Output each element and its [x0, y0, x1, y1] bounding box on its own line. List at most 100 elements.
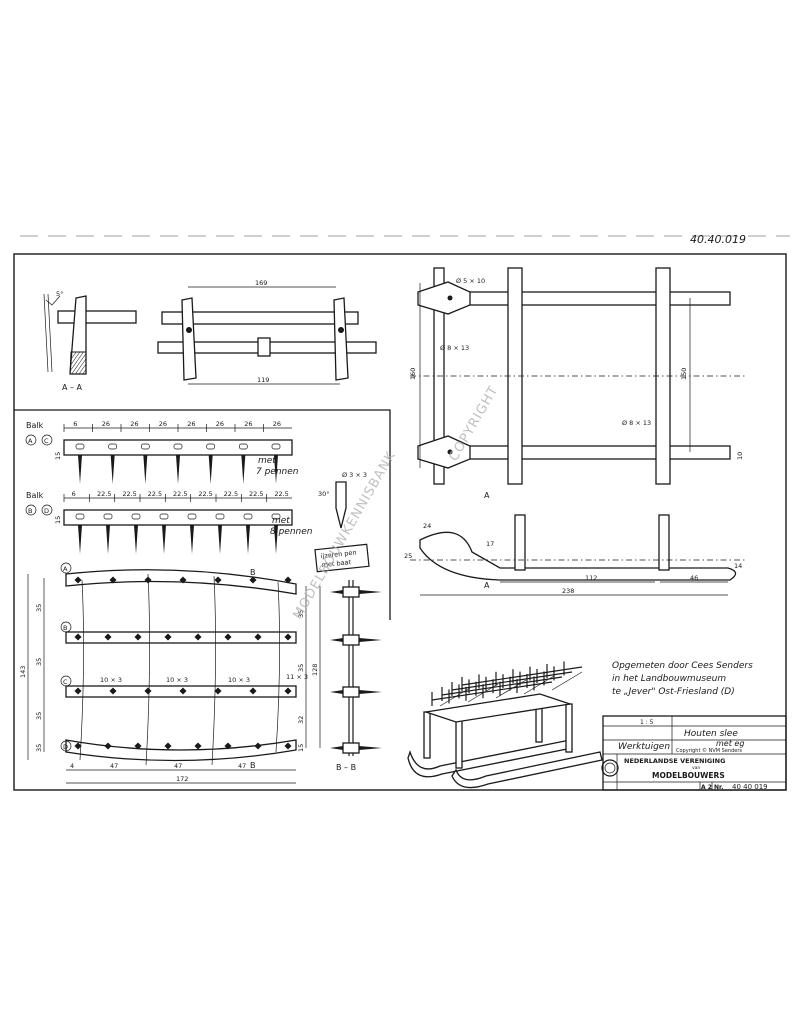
iso-cross [523, 675, 555, 695]
bb-pin [359, 638, 382, 642]
balk-ac-note-2: 7 pennen [256, 467, 299, 477]
measurement-notes: Opgemeten door Cees Senders in het Landb… [612, 661, 753, 697]
harrow-b-mark-bottom: B [250, 761, 256, 770]
balk-dim: 22.5 [97, 490, 111, 498]
watermark: MODELBOUWKENNISBANK COPYRIGHT [290, 383, 501, 622]
harrow-pin [224, 742, 232, 750]
top-dim-10: 10 [736, 452, 744, 460]
harrow-b-mark-top: B [250, 568, 256, 577]
bb-block [342, 686, 360, 698]
harrow-right-2: 35 [297, 664, 305, 672]
harrow-right-4: 15 [297, 744, 305, 752]
title-line-1: Houten slee [684, 729, 738, 739]
balk-ac-note-1: met [258, 456, 276, 466]
top-callout-3: Ø 8 × 13 [622, 419, 651, 427]
bb-block [342, 586, 360, 598]
balk-dim: 26 [187, 420, 195, 428]
title-nr-label: Nr. [714, 784, 723, 791]
front-dim-top: 169 [255, 279, 267, 287]
harrow-pin [194, 742, 202, 750]
pen-angle: 30° [318, 490, 330, 498]
pin [190, 525, 194, 554]
pin-slot [271, 443, 281, 450]
harrow-slot-1: 10 × 3 [100, 676, 122, 684]
drawing-frame [13, 253, 787, 791]
harrow-row-d: D [63, 743, 68, 751]
pin [143, 455, 148, 484]
harrow-pin [109, 687, 117, 695]
iso-rail [461, 666, 583, 686]
pin-slot [159, 513, 169, 520]
harrow-bottom-2: 47 [110, 762, 118, 770]
org-line-2: van [692, 766, 700, 771]
harrow-pin [249, 687, 257, 695]
balk-dim: 6 [72, 490, 76, 498]
balk-dim: 22.5 [148, 490, 162, 498]
harrow-pin [134, 742, 142, 750]
side-view: A A 24 25 17 14 112 46 238 [404, 491, 745, 596]
balk-dim: 26 [159, 420, 167, 428]
title-copyright: Copyright © NVM Senders [676, 747, 742, 754]
balk-ac-height: 15 [54, 452, 62, 460]
harrow-pin [74, 633, 82, 641]
pin [246, 525, 250, 554]
iso-cross [439, 687, 471, 707]
harrow-left-total: 143 [19, 666, 27, 678]
harrow-pin [109, 576, 117, 584]
balk-dim: 22.5 [173, 490, 187, 498]
iso-cross [467, 683, 499, 703]
harrow-pin [104, 633, 112, 641]
harrow-pin [144, 687, 152, 695]
balk-dim: 22.5 [224, 490, 238, 498]
pin-slot [103, 513, 113, 520]
harrow-pin [164, 633, 172, 641]
harrow-pin [284, 576, 292, 584]
balk-dim: 22.5 [249, 490, 263, 498]
front-view: 169 119 [157, 279, 377, 385]
front-dim-bottom: 119 [257, 376, 269, 384]
top-view: 160 150 10 Ø 5 × 10 Ø 8 × 13 Ø 8 × 13 [409, 267, 745, 485]
harrow-pin [254, 742, 262, 750]
pin-slot [75, 513, 85, 520]
org-line-3: MODELBOUWERS [652, 771, 725, 780]
section-bb-label: B – B [336, 763, 356, 772]
harrow-pin [254, 633, 262, 641]
note-line-1: Opgemeten door Cees Senders [612, 661, 753, 671]
nvm-logo [601, 759, 619, 777]
harrow-pin [284, 633, 292, 641]
pin-slot [243, 513, 253, 520]
balk-bd-title: Balk [26, 491, 44, 500]
harrow-pin [74, 687, 82, 695]
harrow-pin [104, 742, 112, 750]
pin-slot [187, 513, 197, 520]
bb-block [342, 634, 360, 646]
note-line-2: in het Landbouwmuseum [612, 674, 726, 684]
pin [78, 455, 82, 484]
harrow-pin [134, 633, 142, 641]
pin [176, 455, 180, 484]
bb-pin [359, 690, 382, 694]
pin-slot [206, 443, 216, 450]
section-aa-angle: 5° [56, 290, 63, 298]
harrow-slot-3: 10 × 3 [228, 676, 250, 684]
title-category: Werktuigen [618, 742, 670, 752]
harrow-right-3: 32 [297, 716, 305, 724]
side-dim-238: 238 [562, 587, 574, 595]
top-dim-150: 150 [680, 368, 688, 380]
section-aa-view: 5° A – A [43, 290, 137, 392]
balk-dim: 26 [216, 420, 224, 428]
note-box-line-2: met baat [321, 558, 352, 569]
iso-rail [451, 671, 573, 691]
sheet-ref: 40.40.019 [690, 233, 746, 246]
note-line-3: te „Jever" Ost-Friesland (D) [612, 687, 735, 697]
balk-bd-note-1: met [272, 516, 290, 526]
harrow-bottom-3: 47 [174, 762, 182, 770]
pen-dia: Ø 3 × 3 [342, 471, 367, 479]
harrow-plan: A B C D 35 35 35 35 143 35 35 32 15 128 … [19, 562, 321, 784]
balk-ac-title: Balk [26, 421, 44, 430]
harrow-left-4: 35 [35, 744, 43, 752]
bb-block [342, 742, 360, 754]
pin [110, 455, 115, 484]
harrow-pin [214, 687, 222, 695]
